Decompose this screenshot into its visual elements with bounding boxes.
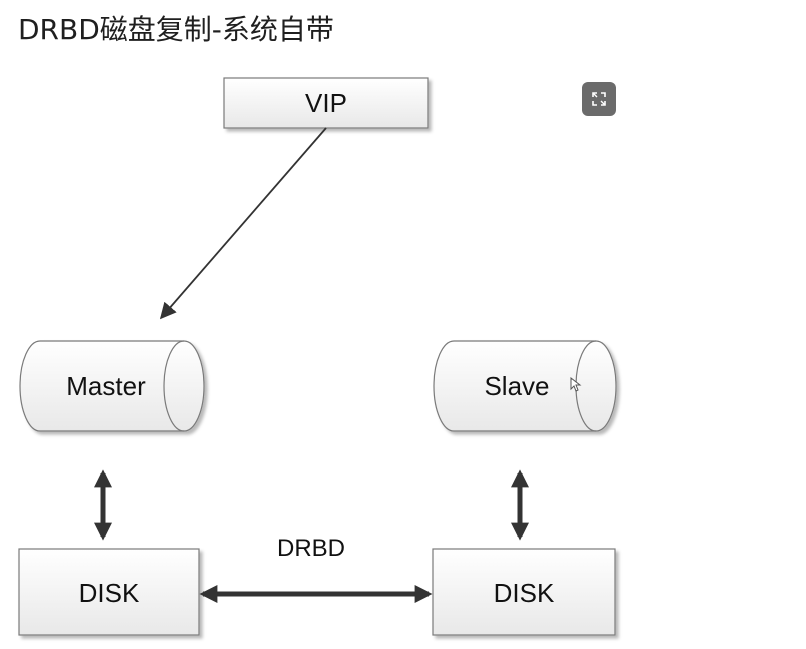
- vip-to-master-arrow: [159, 127, 327, 320]
- expand-button[interactable]: [582, 82, 616, 116]
- vip-node: VIP: [223, 77, 429, 129]
- disk-left-node: DISK: [18, 548, 200, 636]
- master-node: [19, 340, 205, 432]
- page-title: DRBD磁盘复制-系统自带: [18, 13, 334, 46]
- drbd-link-label: DRBD: [277, 535, 345, 562]
- disk-right-label: DISK: [494, 578, 555, 608]
- mouse-pointer-icon: [570, 377, 582, 392]
- vip-label: VIP: [305, 88, 347, 118]
- disk-right-node: DISK: [432, 548, 616, 636]
- master-label: Master: [66, 371, 146, 401]
- slave-label: Slave: [484, 371, 549, 401]
- slave-node: [433, 340, 617, 432]
- expand-icon: [592, 92, 606, 106]
- disk-left-label: DISK: [79, 578, 140, 608]
